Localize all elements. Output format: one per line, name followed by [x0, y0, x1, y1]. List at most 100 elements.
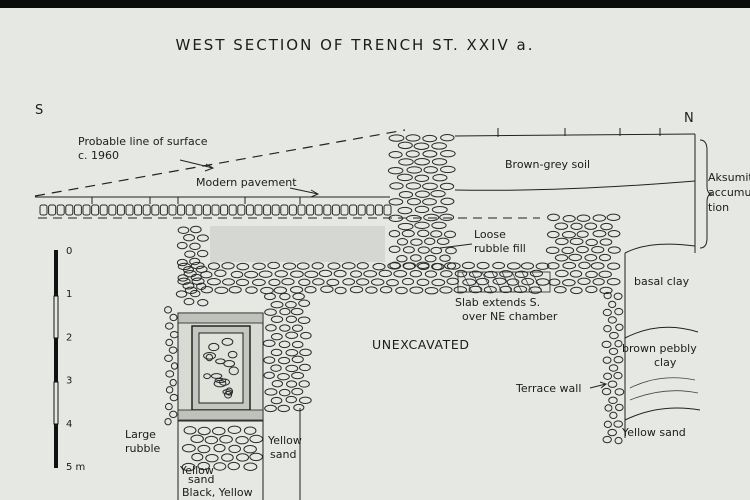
- stone: [607, 246, 621, 254]
- stone: [606, 277, 621, 286]
- pebbly-clay-top: [624, 326, 699, 339]
- stone: [562, 278, 576, 287]
- stone: [177, 226, 190, 234]
- stone: [243, 445, 257, 454]
- stone: [298, 396, 312, 405]
- stone: [165, 338, 174, 347]
- stone: [270, 332, 283, 341]
- scale-tick-label: 4: [66, 419, 72, 430]
- pavement-block: [314, 204, 323, 216]
- stone: [554, 254, 569, 262]
- pavement-block: [159, 204, 168, 216]
- label-modern-pavement: Modern pavement: [196, 176, 297, 189]
- label-large-rubble-2: rubble: [125, 442, 161, 455]
- stone: [291, 387, 304, 396]
- stone: [402, 262, 417, 270]
- stone: [183, 270, 197, 278]
- label-brown-grey-soil: Brown-grey soil: [505, 158, 590, 171]
- chamber-stone: [208, 342, 220, 352]
- stone: [614, 339, 623, 348]
- stone: [614, 436, 623, 445]
- stone: [431, 205, 448, 214]
- pavement-block: [185, 204, 194, 216]
- stone: [405, 134, 421, 142]
- pavement-block: [228, 204, 237, 216]
- stone: [363, 270, 378, 278]
- stone: [604, 404, 613, 412]
- soil-layer-boundary: [454, 180, 696, 191]
- chamber-stone: [219, 378, 230, 386]
- stone: [230, 270, 244, 279]
- stone: [219, 435, 233, 444]
- stone: [607, 428, 617, 437]
- stone: [613, 292, 623, 301]
- stone: [499, 270, 513, 278]
- stone: [190, 225, 202, 234]
- scale-tick-label: 5 m: [66, 462, 85, 473]
- stone: [169, 378, 177, 387]
- pavement-block: [99, 204, 108, 216]
- stone: [176, 258, 188, 267]
- stone: [446, 277, 460, 285]
- stone: [585, 238, 598, 247]
- stone: [273, 286, 288, 294]
- stone: [443, 230, 457, 239]
- stone: [214, 286, 229, 295]
- stone: [197, 298, 209, 307]
- stone: [553, 285, 567, 294]
- stone: [484, 270, 498, 279]
- stone: [417, 246, 430, 254]
- stone: [285, 348, 299, 357]
- stone: [252, 262, 266, 271]
- stone: [318, 269, 333, 278]
- chamber-stone: [203, 352, 217, 360]
- stone: [205, 453, 219, 463]
- scale-tick-label: 2: [66, 332, 72, 343]
- pavement-block: [194, 204, 203, 216]
- label-slab-2: over NE chamber: [462, 310, 558, 323]
- stone: [483, 285, 497, 294]
- stone: [278, 356, 291, 365]
- stone: [424, 270, 438, 278]
- stone: [285, 395, 297, 404]
- stone: [431, 158, 448, 166]
- stone: [513, 285, 528, 294]
- stone: [264, 308, 277, 316]
- stone: [243, 426, 257, 435]
- stone: [191, 277, 205, 285]
- stone: [613, 355, 624, 364]
- stone: [431, 221, 447, 230]
- stone: [387, 262, 402, 270]
- stone: [569, 270, 583, 278]
- stone: [268, 278, 281, 287]
- stone: [197, 426, 211, 436]
- stone: [213, 462, 227, 471]
- pavement-block: [82, 204, 91, 216]
- stone: [397, 141, 413, 150]
- stone: [439, 213, 455, 221]
- stone: [520, 262, 535, 270]
- slab-hatching: [457, 271, 551, 293]
- stone: [578, 261, 591, 270]
- label-probable-surface-date: c. 1960: [78, 149, 119, 162]
- stone: [576, 230, 589, 238]
- loose-rubble-fill: [210, 226, 385, 262]
- stone: [270, 364, 282, 372]
- stone: [263, 371, 275, 380]
- stone: [424, 287, 439, 295]
- stone: [406, 166, 423, 174]
- stone: [204, 435, 219, 445]
- stone: [222, 278, 235, 286]
- label-loose-rubble-2: rubble fill: [474, 242, 526, 255]
- stone: [561, 246, 575, 255]
- stone: [341, 262, 356, 270]
- stone: [609, 331, 619, 340]
- stone: [561, 231, 576, 239]
- label-terrace-wall: Terrace wall: [515, 382, 581, 395]
- stone: [555, 269, 569, 278]
- stone: [370, 278, 385, 286]
- stone: [568, 253, 583, 262]
- stone: [184, 286, 198, 295]
- yellow-sand-top: [624, 407, 701, 421]
